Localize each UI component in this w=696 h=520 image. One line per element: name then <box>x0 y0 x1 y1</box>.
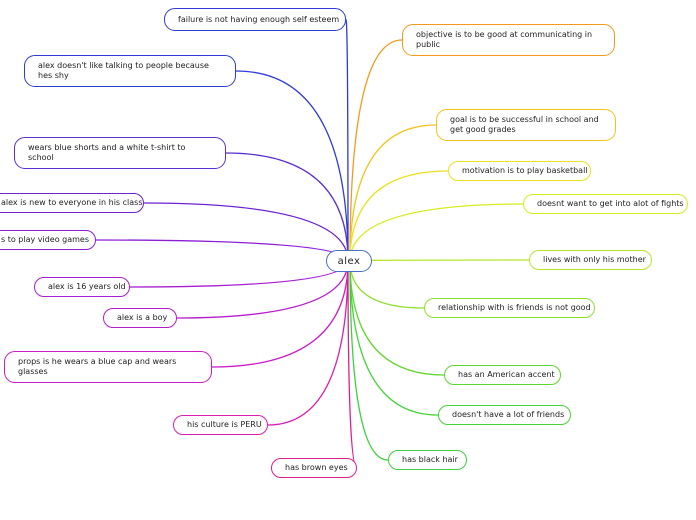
topic-label: props is he wears a blue cap and wears g… <box>18 357 177 376</box>
topic-label: his culture is PERU <box>187 420 262 429</box>
topic-label: alex is a boy <box>117 313 168 322</box>
topic-american-accent[interactable]: has an American accent <box>444 365 561 385</box>
topic-label: has brown eyes <box>285 463 348 472</box>
connector-t17 <box>349 260 445 376</box>
topic-relationship-friends[interactable]: relationship with is friends is not good <box>424 298 595 318</box>
connector-t5 <box>95 239 349 262</box>
connector-t4 <box>143 202 349 262</box>
topic-label: objective is to be good at communicating… <box>416 30 593 49</box>
connector-t18 <box>349 260 439 416</box>
topic-label: doesn't have a lot of friends <box>452 410 565 419</box>
connector-t6 <box>129 260 349 288</box>
topic-motivation-basketball[interactable]: motivation is to play basketball <box>448 161 591 181</box>
topic-failure-self-esteem[interactable]: failure is not having enough self esteem <box>164 8 346 31</box>
connector-t11 <box>349 39 403 262</box>
topic-label: alex doesn't like talking to people beca… <box>38 61 209 80</box>
connector-t13 <box>349 170 449 262</box>
connector-t1 <box>345 18 349 262</box>
topic-video-games[interactable]: s to play video games <box>0 230 96 250</box>
connector-t19 <box>349 260 389 461</box>
topic-black-hair[interactable]: has black hair <box>388 450 467 470</box>
topic-objective-communicating[interactable]: objective is to be good at communicating… <box>402 24 615 56</box>
topic-not-many-friends[interactable]: doesn't have a lot of friends <box>438 405 571 425</box>
topic-wears-blue-shorts[interactable]: wears blue shorts and a white t-shirt to… <box>14 137 226 169</box>
central-topic-alex[interactable]: alex <box>326 250 372 272</box>
topic-label: has an American accent <box>458 370 555 379</box>
topic-brown-eyes[interactable]: has brown eyes <box>271 458 357 478</box>
connector-t15 <box>349 259 530 262</box>
connector-t12 <box>349 124 437 262</box>
topic-lives-with-mother[interactable]: lives with only his mother <box>529 250 652 270</box>
topic-label: s to play video games <box>1 235 90 244</box>
topic-goal-successful-school[interactable]: goal is to be successful in school and g… <box>436 109 616 141</box>
topic-is-a-boy[interactable]: alex is a boy <box>103 308 177 328</box>
topic-label: relationship with is friends is not good <box>438 303 591 312</box>
connector-t2 <box>235 70 349 262</box>
connector-t7 <box>176 260 349 319</box>
connector-t3 <box>225 152 349 262</box>
topic-label: alex is 16 years old <box>48 282 126 291</box>
connector-t14 <box>349 203 524 262</box>
topic-new-to-everyone[interactable]: alex is new to everyone in his class <box>0 193 144 213</box>
topic-label: motivation is to play basketball <box>462 166 588 175</box>
topic-blue-cap-glasses[interactable]: props is he wears a blue cap and wears g… <box>4 351 212 383</box>
topic-label: lives with only his mother <box>543 255 646 264</box>
topic-label: doesnt want to get into alot of fights <box>537 199 684 208</box>
topic-label: wears blue shorts and a white t-shirt to… <box>28 143 186 162</box>
topic-label: goal is to be successful in school and g… <box>450 115 599 134</box>
connector-t8 <box>211 260 349 368</box>
topic-label: alex is new to everyone in his class <box>1 198 143 207</box>
connector-t9 <box>267 260 349 426</box>
topic-doesnt-like-talking[interactable]: alex doesn't like talking to people beca… <box>24 55 236 87</box>
topic-no-fights[interactable]: doesnt want to get into alot of fights <box>523 194 688 214</box>
topic-label: failure is not having enough self esteem <box>178 14 340 24</box>
topic-label: has black hair <box>402 455 458 464</box>
topic-16-years-old[interactable]: alex is 16 years old <box>34 277 130 297</box>
topic-culture-peru[interactable]: his culture is PERU <box>173 415 268 435</box>
